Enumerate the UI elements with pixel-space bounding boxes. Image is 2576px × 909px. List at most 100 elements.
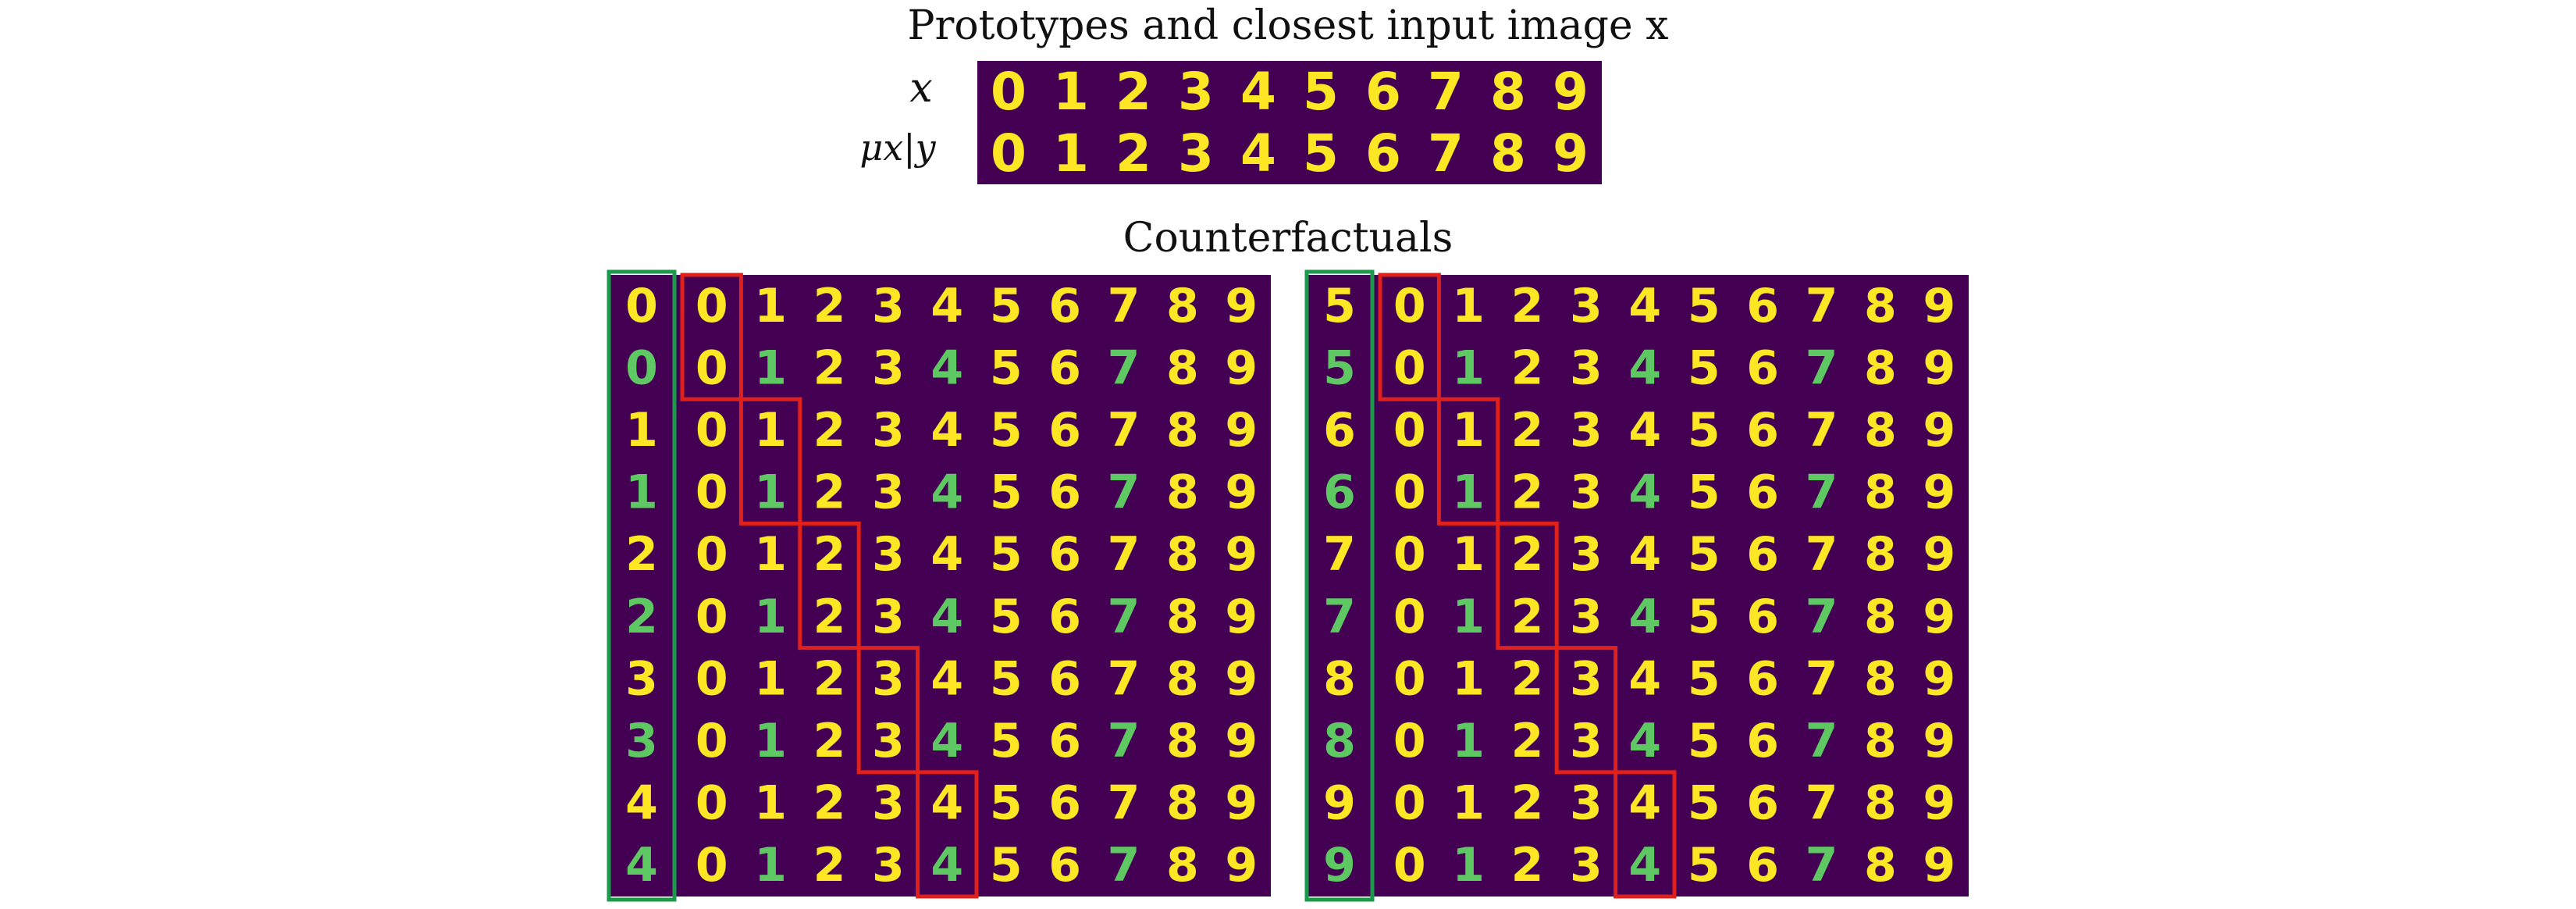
row-label-x: x [909, 65, 932, 112]
counterfactual-digit: 2 [813, 465, 846, 520]
counterfactual-digit: 4 [930, 714, 963, 768]
counterfactual-digit: 1 [1452, 651, 1485, 706]
counterfactual-digit: 8 [1166, 465, 1199, 520]
source-digit: 4 [625, 776, 658, 831]
counterfactual-digit: 0 [1393, 590, 1426, 644]
counterfactual-digit: 9 [1923, 465, 1955, 520]
counterfactual-digit: 7 [1108, 838, 1140, 893]
counterfactual-digit: 9 [1923, 651, 1955, 706]
counterfactual-digit: 2 [813, 279, 846, 333]
prototype-mu-digit: 0 [991, 123, 1026, 184]
counterfactual-digit: 4 [1628, 590, 1661, 644]
source-digit: 0 [625, 279, 658, 333]
prototype-mu-digit: 2 [1115, 123, 1151, 184]
counterfactual-digit: 7 [1806, 590, 1838, 644]
counterfactual-digit: 1 [754, 590, 787, 644]
counterfactual-digit: 9 [1923, 403, 1955, 458]
counterfactual-digit: 0 [1393, 838, 1426, 893]
counterfactual-digit: 2 [1511, 776, 1544, 831]
counterfactual-digit: 5 [990, 651, 1023, 706]
prototype-mu-digit: 8 [1490, 123, 1526, 184]
counterfactual-digit: 2 [813, 838, 846, 893]
counterfactual-digit: 5 [1688, 527, 1720, 582]
counterfactual-digit: 3 [872, 714, 905, 768]
counterfactual-digit: 1 [1452, 465, 1485, 520]
counterfactual-digit: 3 [1570, 714, 1603, 768]
source-digit: 7 [1323, 590, 1356, 644]
counterfactual-digit: 2 [1511, 403, 1544, 458]
counterfactual-digit: 8 [1864, 279, 1897, 333]
counterfactual-digit: 0 [696, 279, 728, 333]
counterfactual-digit: 2 [813, 651, 846, 706]
counterfactual-digit: 7 [1806, 403, 1838, 458]
counterfactual-digit: 0 [696, 527, 728, 582]
counterfactual-digit: 7 [1108, 340, 1140, 395]
counterfactual-digit: 5 [990, 714, 1023, 768]
counterfactual-digit: 9 [1225, 279, 1258, 333]
prototype-x-digit: 9 [1553, 62, 1589, 122]
counterfactual-digit: 0 [696, 838, 728, 893]
counterfactuals-title: Counterfactuals [1123, 215, 1453, 262]
counterfactual-digit: 6 [1746, 590, 1779, 644]
counterfactual-digit: 8 [1864, 403, 1897, 458]
target-class-box [856, 646, 920, 775]
counterfactual-digit: 0 [1393, 527, 1426, 582]
counterfactual-digit: 2 [813, 714, 846, 768]
counterfactual-digit: 0 [696, 340, 728, 395]
counterfactual-digit: 1 [1452, 776, 1485, 831]
counterfactual-digit: 8 [1166, 776, 1199, 831]
counterfactual-digit: 7 [1108, 527, 1140, 582]
counterfactual-digit: 9 [1225, 340, 1258, 395]
counterfactual-digit: 5 [990, 403, 1023, 458]
counterfactual-digit: 7 [1108, 714, 1140, 768]
counterfactual-digit: 2 [1511, 465, 1544, 520]
counterfactual-digit: 3 [872, 403, 905, 458]
counterfactual-digit: 7 [1108, 403, 1140, 458]
counterfactual-digit: 4 [1628, 340, 1661, 395]
counterfactual-digit: 9 [1225, 527, 1258, 582]
counterfactual-digit: 4 [930, 776, 963, 831]
counterfactual-digit: 4 [930, 838, 963, 893]
counterfactual-digit: 6 [1746, 527, 1779, 582]
prototype-x-digit: 0 [991, 62, 1026, 122]
counterfactual-digit: 4 [1628, 465, 1661, 520]
counterfactual-digit: 7 [1806, 838, 1838, 893]
counterfactual-digit: 5 [990, 527, 1023, 582]
counterfactual-digit: 0 [1393, 279, 1426, 333]
source-digit: 3 [625, 651, 658, 706]
source-column-box [607, 269, 677, 902]
counterfactual-digit: 1 [754, 340, 787, 395]
counterfactual-digit: 7 [1806, 465, 1838, 520]
counterfactual-digit: 9 [1225, 465, 1258, 520]
counterfactual-digit: 1 [1452, 590, 1485, 644]
counterfactual-digit: 5 [1688, 590, 1720, 644]
source-digit: 9 [1323, 838, 1356, 893]
counterfactual-digit: 7 [1108, 465, 1140, 520]
counterfactual-digit: 1 [754, 714, 787, 768]
source-digit: 6 [1323, 403, 1356, 458]
counterfactual-digit: 8 [1166, 590, 1199, 644]
source-digit: 8 [1323, 651, 1356, 706]
counterfactual-digit: 1 [1452, 838, 1485, 893]
counterfactual-digit: 9 [1923, 527, 1955, 582]
counterfactual-digit: 2 [1511, 590, 1544, 644]
counterfactual-digit: 3 [1570, 340, 1603, 395]
counterfactual-digit: 0 [1393, 340, 1426, 395]
counterfactual-digit: 4 [930, 279, 963, 333]
counterfactual-digit: 5 [1688, 340, 1720, 395]
source-digit: 5 [1323, 340, 1356, 395]
counterfactual-digit: 2 [1511, 651, 1544, 706]
prototype-mu-digit: 3 [1178, 123, 1214, 184]
counterfactual-digit: 4 [1628, 838, 1661, 893]
counterfactual-digit: 9 [1225, 838, 1258, 893]
counterfactual-digit: 5 [990, 838, 1023, 893]
counterfactual-digit: 6 [1048, 714, 1081, 768]
counterfactual-digit: 4 [1628, 527, 1661, 582]
counterfactual-digit: 9 [1225, 714, 1258, 768]
counterfactual-digit: 6 [1048, 651, 1081, 706]
counterfactual-digit: 6 [1048, 776, 1081, 831]
counterfactual-digit: 8 [1166, 838, 1199, 893]
counterfactual-digit: 6 [1048, 465, 1081, 520]
counterfactual-digit: 8 [1864, 651, 1897, 706]
